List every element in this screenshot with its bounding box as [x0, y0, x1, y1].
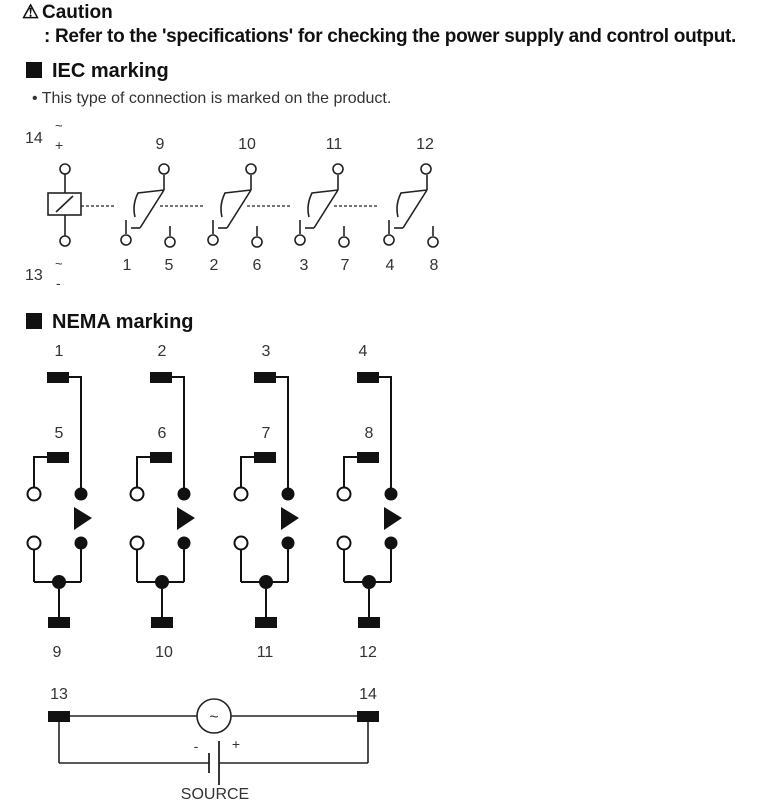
dc-minus-label: -	[194, 738, 199, 754]
ac-source-icon	[196, 698, 232, 734]
nema-pole-4	[336, 371, 403, 629]
nema-mid-label: 8	[365, 425, 374, 442]
iec-com-label: 10	[238, 136, 256, 153]
nema-bottom-label: 12	[359, 644, 377, 661]
nema-pole-1	[26, 371, 93, 629]
nema-diagram: 1 2 3 4 5 6 7 8 9 10 11 12 13 14 ~ -	[26, 343, 403, 803]
iec-coil-bottom-sign: -	[56, 275, 61, 291]
iec-coil-bottom-number: 13	[25, 267, 43, 284]
iec-nc-label: 3	[300, 257, 309, 274]
nema-bottom-label: 11	[257, 644, 274, 661]
nema-heading: NEMA marking	[26, 311, 194, 334]
nema-mid-label: 5	[55, 425, 64, 442]
nema-bottom-label: 9	[53, 644, 62, 661]
dc-plus-label: +	[232, 736, 240, 752]
iec-bullet: • This type of connection is marked on t…	[32, 90, 392, 107]
iec-diagram: 14 ~ + 13 ~ -	[25, 118, 439, 291]
iec-no-label: 7	[341, 257, 350, 274]
iec-heading: IEC marking	[26, 60, 169, 83]
caution-title-text: Caution	[42, 2, 113, 23]
iec-nc-label: 4	[386, 257, 395, 274]
nema-mid-label: 7	[262, 425, 271, 442]
iec-com-label: 9	[156, 136, 165, 153]
coil-symbol	[47, 163, 379, 247]
nema-coil-right-label: 14	[359, 686, 377, 703]
nema-top-label: 4	[359, 343, 368, 360]
iec-coil-bottom-tilde: ~	[55, 256, 63, 271]
nema-top-label: 3	[262, 343, 271, 360]
square-bullet-icon	[26, 313, 42, 329]
nema-mid-label: 6	[158, 425, 167, 442]
iec-pole-4	[383, 163, 439, 248]
iec-heading-text: IEC marking	[52, 60, 169, 82]
iec-pole-2	[207, 163, 263, 248]
nema-pole-3	[233, 371, 300, 629]
warning-triangle-icon: ⚠	[22, 2, 40, 23]
iec-nc-label: 2	[210, 257, 219, 274]
iec-pole-3	[294, 163, 350, 248]
caution-note: : Refer to the 'specifications' for chec…	[44, 26, 737, 47]
caution-title: ⚠Caution	[22, 2, 113, 24]
nema-bottom-label: 10	[155, 644, 173, 661]
iec-coil-top-sign: +	[55, 137, 63, 153]
iec-bullet-text: This type of connection is marked on the…	[41, 90, 392, 107]
iec-no-label: 8	[430, 257, 439, 274]
ac-symbol: ~	[209, 709, 218, 726]
nema-top-label: 2	[158, 343, 167, 360]
iec-no-label: 6	[253, 257, 262, 274]
iec-nc-label: 1	[123, 257, 132, 274]
iec-coil-top-tilde: ~	[55, 118, 63, 133]
nema-coil-circuit: 13 14 ~ - + SOURCE	[48, 686, 379, 803]
iec-com-label: 12	[416, 136, 434, 153]
source-label: SOURCE	[181, 786, 249, 803]
nema-top-label: 1	[55, 343, 64, 360]
nema-pole-2	[129, 371, 196, 629]
iec-coil-top-number: 14	[25, 130, 43, 147]
iec-com-label: 11	[326, 136, 343, 153]
iec-no-label: 5	[165, 257, 174, 274]
nema-coil-left-label: 13	[50, 686, 68, 703]
square-bullet-icon	[26, 62, 42, 78]
iec-pole-1	[120, 163, 176, 248]
nema-heading-text: NEMA marking	[52, 311, 194, 333]
